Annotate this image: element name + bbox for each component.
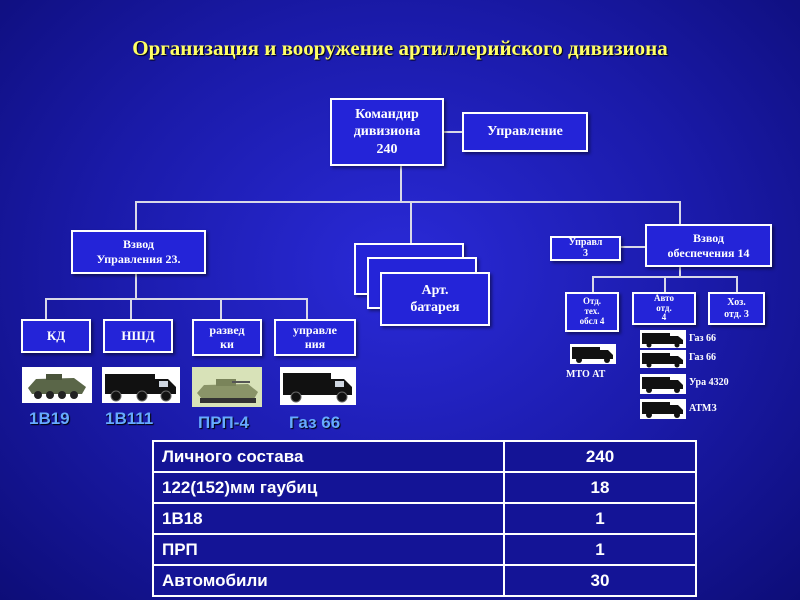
management-small-line1: Управл — [568, 237, 603, 248]
auto-section-box: Авто отд. 4 — [632, 292, 696, 325]
ural-truck-icon — [640, 374, 686, 394]
atmz-truck-icon — [640, 399, 686, 419]
battery-line1: Арт. — [421, 282, 449, 298]
commander-box: Командир дивизиона 240 — [330, 98, 444, 166]
recon-line1: развед — [209, 322, 245, 337]
vehicle-label-1v111: 1В111 — [105, 409, 154, 428]
table-cell-value: 30 — [503, 564, 697, 597]
management-box: Управление — [462, 112, 588, 152]
control-platoon-line1: Взвод — [123, 237, 154, 251]
prp4-vehicle-image — [192, 367, 262, 407]
connector-line — [135, 273, 137, 298]
control-platoon-line2: Управления 23. — [96, 252, 181, 266]
connector-line — [620, 246, 646, 248]
management-label: Управление — [487, 124, 563, 140]
connector-line — [443, 131, 463, 133]
auto-section-line3: 4 — [661, 312, 667, 323]
management-small-line2: 3 — [583, 247, 588, 259]
vehicle-label-prp4: ПРП-4 — [198, 413, 249, 432]
kd-box: КД — [21, 319, 91, 353]
support-platoon-line2: обеспечения 14 — [667, 245, 750, 260]
nshd-label: НШД — [121, 327, 155, 343]
control-line2: ния — [304, 336, 326, 351]
connector-line — [400, 165, 402, 202]
hoz-section-line2: отд. 3 — [724, 308, 749, 320]
atmz-label: АТМЗ — [689, 403, 717, 414]
gaz66-truck-icon — [640, 330, 686, 348]
commander-line3: 240 — [376, 141, 398, 157]
connector-line — [135, 201, 137, 231]
battery-line2: батарея — [410, 300, 460, 315]
tech-service-line2: тех. — [584, 306, 600, 317]
kd-label: КД — [46, 327, 66, 343]
connector-line — [679, 201, 681, 225]
gaz66-truck-icon — [640, 350, 686, 368]
recon-line2: ки — [220, 336, 234, 351]
gaz66-label-1: Газ 66 — [689, 333, 717, 344]
connector-line — [135, 201, 680, 203]
gaz66-label-2: Газ 66 — [689, 352, 717, 363]
connector-line — [679, 266, 681, 277]
1v111-vehicle-image — [102, 367, 180, 403]
connector-line — [410, 201, 412, 244]
connector-line — [45, 298, 47, 319]
table-cell-value: 18 — [503, 471, 697, 504]
vehicle-label-gaz66: Газ 66 — [289, 413, 341, 432]
tech-service-box: Отд. тех. обсл 4 — [565, 292, 619, 332]
table-cell-value: 1 — [503, 502, 697, 535]
mto-truck-icon — [570, 344, 616, 364]
support-platoon-line1: Взвод — [693, 230, 724, 245]
gaz66-vehicle-image — [280, 367, 356, 405]
connector-line — [306, 298, 308, 319]
battery-box: Арт. батарея — [380, 272, 490, 326]
recon-box: развед ки — [192, 319, 262, 356]
table-cell-label: 122(152)мм гаубиц — [152, 471, 505, 504]
ural-label: Ура 4320 — [689, 377, 729, 388]
hoz-section-line1: Хоз. — [727, 297, 746, 308]
control-platoon-box: Взвод Управления 23. — [71, 230, 206, 274]
auto-section-line2: отд. — [656, 302, 672, 313]
connector-line — [130, 298, 132, 319]
connector-line — [592, 276, 594, 293]
1v19-vehicle-image — [22, 367, 92, 403]
table-cell-value: 1 — [503, 533, 697, 566]
tech-service-line1: Отд. — [582, 296, 602, 307]
connector-line — [664, 276, 666, 293]
table-cell-label: Автомобили — [152, 564, 505, 597]
control-line1: управле — [293, 322, 337, 337]
connector-line — [220, 298, 222, 319]
vehicle-label-1v19: 1В19 — [29, 409, 70, 428]
management-small-box: Управл 3 — [550, 236, 621, 261]
control-box: управле ния — [274, 319, 356, 356]
table-cell-label: 1В18 — [152, 502, 505, 535]
nshd-box: НШД — [103, 319, 173, 353]
connector-line — [45, 298, 308, 300]
hoz-section-box: Хоз. отд. 3 — [708, 292, 765, 325]
support-platoon-box: Взвод обеспечения 14 — [645, 224, 772, 267]
table-cell-value: 240 — [503, 440, 697, 473]
tech-service-line3: обсл 4 — [579, 315, 605, 326]
connector-line — [736, 276, 738, 293]
commander-line2: дивизиона — [353, 124, 421, 140]
table-cell-label: ПРП — [152, 533, 505, 566]
auto-section-line1: Авто — [654, 293, 674, 304]
mto-label: МТО АТ — [566, 369, 606, 380]
table-cell-label: Личного состава — [152, 440, 505, 473]
page-title: Организация и вооружение артиллерийского… — [132, 36, 668, 60]
commander-line1: Командир — [355, 106, 419, 122]
